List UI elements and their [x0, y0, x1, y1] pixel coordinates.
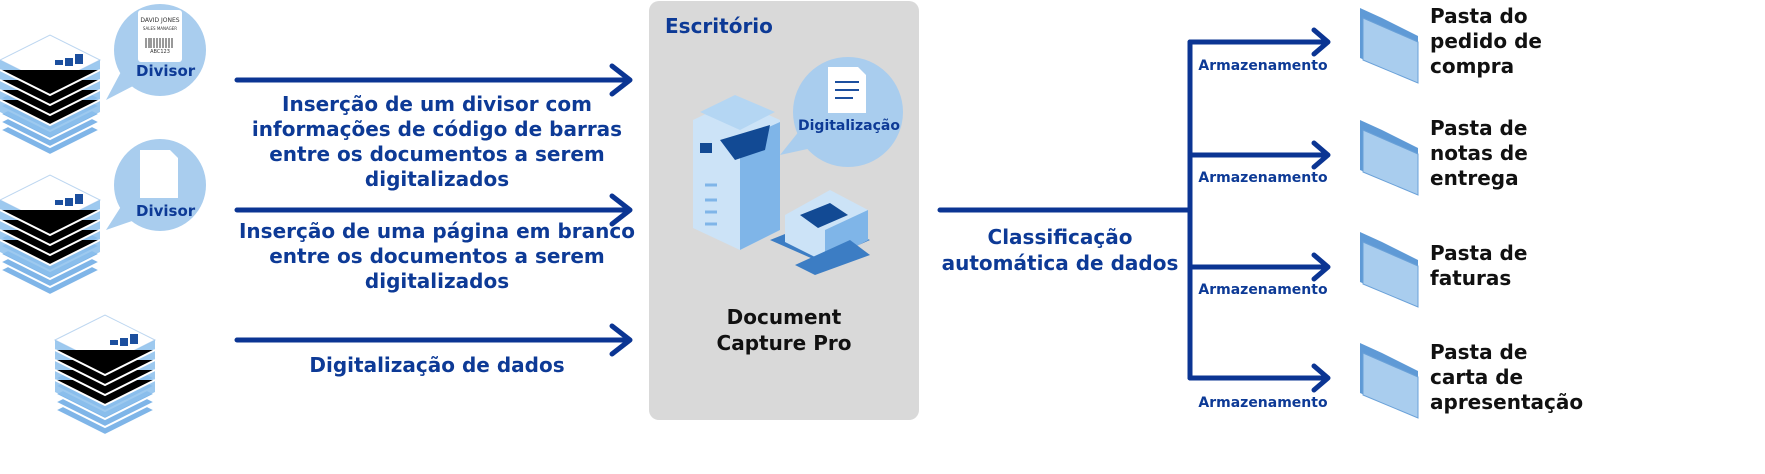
blank-page-icon: [140, 150, 178, 198]
text-line: automática de dados: [941, 251, 1179, 275]
storage-label: Armazenamento: [1198, 170, 1328, 186]
text-line: entre os documentos a serem: [269, 244, 605, 268]
storage-label: Armazenamento: [1198, 282, 1328, 298]
text-line: apresentação: [1430, 390, 1584, 414]
office-title: Escritório: [665, 14, 773, 38]
text-line: Document: [726, 305, 842, 329]
document-stack-icon: [54, 314, 156, 436]
divider-label: Divisor: [136, 62, 196, 80]
text-line: Capture Pro: [716, 331, 852, 355]
document-stack-icon: [0, 34, 101, 156]
text-line: entre os documentos a serem: [269, 142, 605, 166]
printer-icon: [693, 95, 780, 250]
arrows: [234, 27, 1331, 393]
card-code: ABC123: [150, 49, 170, 55]
text-line: Digitalização de dados: [309, 353, 565, 377]
text-line: Pasta do: [1430, 4, 1528, 28]
scan-bubble-label: Digitalização: [798, 118, 900, 134]
text-line: carta de: [1430, 365, 1524, 389]
text-line: Inserção de um divisor com: [282, 92, 592, 116]
text-line: notas de: [1430, 141, 1528, 165]
text-line: digitalizados: [364, 269, 510, 293]
storage-label: Armazenamento: [1198, 58, 1328, 74]
folder-icon: [1359, 231, 1419, 308]
divider-label: Divisor: [136, 202, 196, 220]
folder-icon: [1359, 7, 1419, 84]
barcode-card-icon: [138, 10, 182, 62]
storage-label: Armazenamento: [1198, 395, 1328, 411]
text-line: compra: [1430, 54, 1515, 78]
text-line: faturas: [1430, 266, 1512, 290]
folder-icon: [1359, 119, 1419, 196]
folder-icon: [1359, 342, 1419, 419]
text-line: Pasta de: [1430, 340, 1528, 364]
card-title: SALES MANAGER: [142, 26, 178, 31]
flow-text-data-scan: Digitalização de dados: [227, 353, 647, 378]
card-name: DAVID JONES: [140, 17, 180, 24]
scanner-icon: [770, 190, 870, 275]
text-line: Inserção de uma página em branco: [238, 219, 635, 243]
text-line: Classificação: [987, 225, 1133, 249]
text-line: entrega: [1430, 166, 1519, 190]
text-line: Pasta de: [1430, 116, 1528, 140]
document-stack-icon: [0, 174, 101, 296]
text-line: pedido de: [1430, 29, 1542, 53]
text-line: Pasta de: [1430, 241, 1528, 265]
text-line: digitalizados: [364, 167, 510, 191]
text-line: informações de código de barras: [251, 117, 623, 141]
